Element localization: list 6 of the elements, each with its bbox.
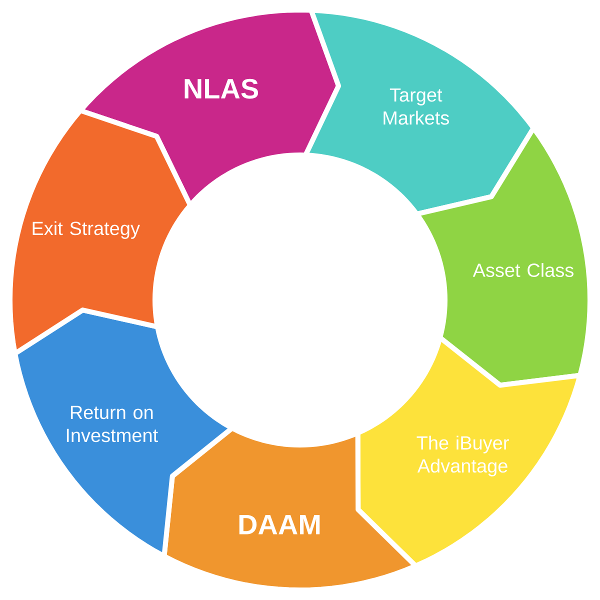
cycle-segment: Return on Investment: [12, 308, 235, 559]
cycle-segment: Target Markets: [303, 8, 536, 217]
cycle-segment: Exit Strategy: [8, 108, 193, 356]
cycle-segment: Asset Class: [414, 126, 592, 388]
cycle-segment: NLAS: [78, 8, 342, 208]
cycle-segment: The iBuyer Advantage: [355, 335, 583, 568]
